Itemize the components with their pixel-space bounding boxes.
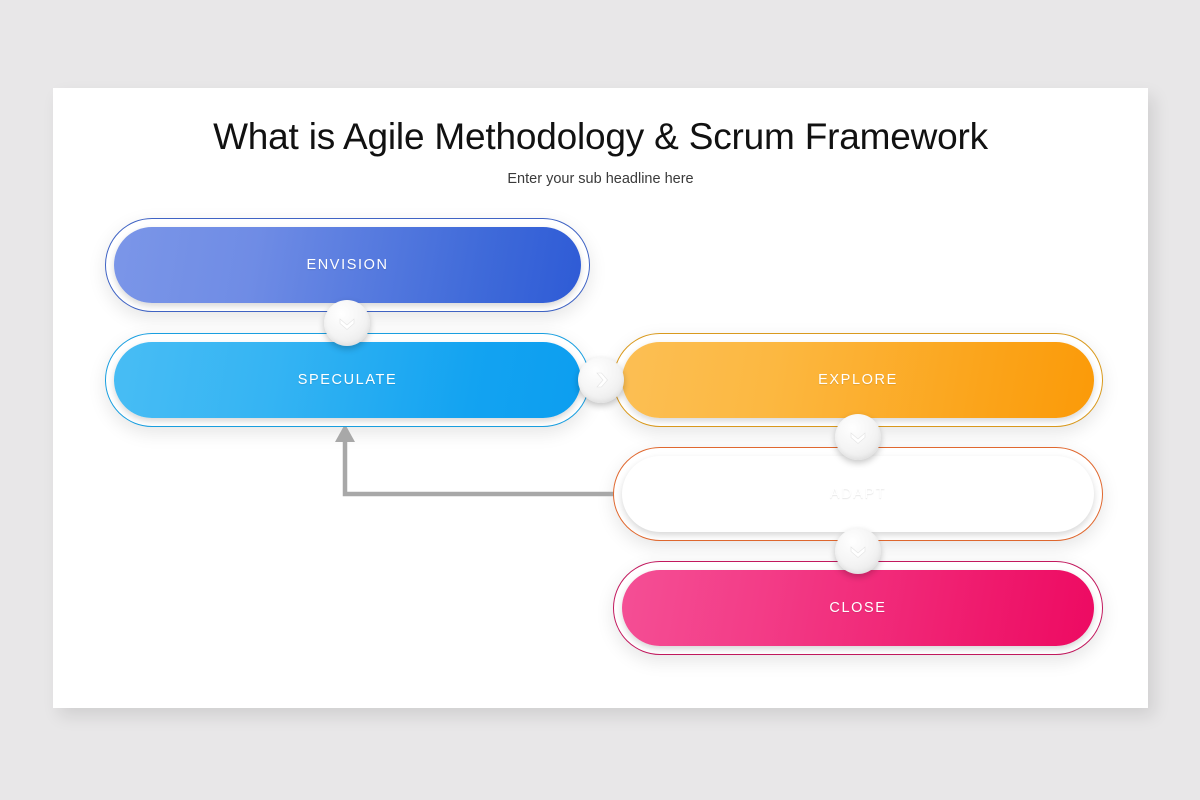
connector-explore-to-adapt[interactable] [835, 414, 881, 460]
chevron-down-icon [847, 540, 869, 562]
stage-envision-label: ENVISION [306, 257, 389, 273]
stage-adapt-pill: ADAPT [622, 456, 1094, 532]
connector-speculate-to-explore[interactable] [578, 357, 624, 403]
stage-speculate-pill: SPECULATE [114, 342, 581, 418]
stage-explore[interactable]: EXPLORE [613, 333, 1103, 427]
stage-envision-pill: ENVISION [114, 227, 581, 303]
stage-speculate-label: SPECULATE [297, 372, 398, 388]
stage-close[interactable]: CLOSE [613, 561, 1103, 655]
page-subtitle: Enter your sub headline here [507, 171, 694, 187]
presentation-slide: What is Agile Methodology & Scrum Framew… [53, 88, 1148, 708]
chevron-down-icon [847, 426, 869, 448]
stage-explore-pill: EXPLORE [622, 342, 1094, 418]
connector-envision-to-speculate[interactable] [324, 300, 370, 346]
stage-close-label: CLOSE [829, 600, 887, 616]
stage-envision[interactable]: ENVISION [105, 218, 590, 312]
stage-explore-label: EXPLORE [818, 372, 898, 388]
chevron-down-icon [336, 312, 358, 334]
connector-adapt-to-close[interactable] [835, 528, 881, 574]
stage-speculate[interactable]: SPECULATE [105, 333, 590, 427]
stage-adapt[interactable]: ADAPT [613, 447, 1103, 541]
stage-adapt-label: ADAPT [829, 486, 887, 502]
page-title: What is Agile Methodology & Scrum Framew… [213, 116, 988, 157]
stage-close-pill: CLOSE [622, 570, 1094, 646]
feedback-arrow-icon [335, 424, 631, 497]
chevron-right-icon [590, 369, 612, 391]
